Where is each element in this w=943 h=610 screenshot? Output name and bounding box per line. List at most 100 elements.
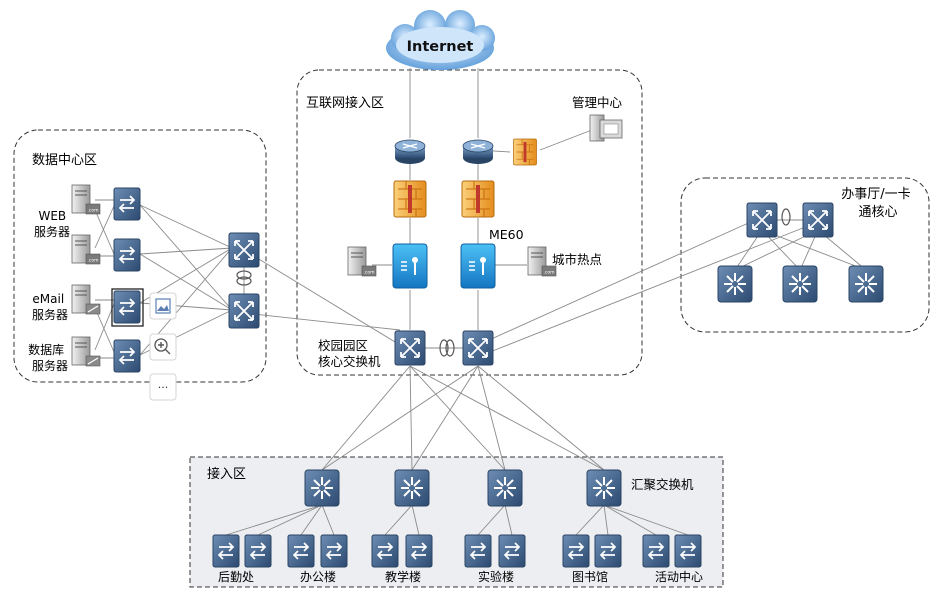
aggregation-switch-label: 汇聚交换机: [631, 477, 694, 492]
internet-access-zone-label: 互联网接入区: [306, 95, 384, 111]
access-switch-houqin-2[interactable]: [244, 534, 272, 568]
mgmt-firewall[interactable]: [513, 138, 537, 166]
core-switch-icon: [228, 293, 260, 329]
campus-core-label-line-2: 核心交换机: [318, 354, 381, 369]
cloud-icon: [386, 10, 495, 70]
image-view-button[interactable]: [149, 292, 177, 320]
email-server-label-line-1: eMail: [32, 292, 64, 306]
dc-switch-1[interactable]: [113, 187, 141, 221]
internet-access-zone: 互联网接入区: [296, 69, 643, 376]
access-switch-bangong-1[interactable]: [287, 534, 315, 568]
access-switch-shiyan-2[interactable]: [498, 534, 526, 568]
access-switch-icon: [594, 534, 622, 568]
dc-switch-2[interactable]: [113, 238, 141, 272]
core-switch-icon: [394, 330, 426, 366]
access-switch-jiaoxue-1[interactable]: [371, 534, 399, 568]
db-server-1[interactable]: [71, 336, 101, 367]
access-switch-bangong-2[interactable]: [320, 534, 348, 568]
building-label-houqin: 后勤处: [218, 570, 254, 584]
firewall-right[interactable]: [461, 180, 495, 218]
dc-switch-4[interactable]: [113, 339, 141, 373]
me60-left[interactable]: [392, 243, 428, 289]
link-aggregation-rings: [236, 208, 791, 357]
access-switch-shiyan-1[interactable]: [464, 534, 492, 568]
aggregation-switch-icon: [586, 469, 622, 507]
access-switch-icon: [287, 534, 315, 568]
core-switch-icon: [228, 232, 260, 268]
dc-switch-3-selected[interactable]: [111, 288, 144, 327]
campus-core-switch-left[interactable]: [394, 330, 426, 366]
router-icon: [462, 139, 494, 165]
email-server-1[interactable]: [71, 284, 101, 315]
image-icon: [155, 298, 171, 314]
server-icon: [71, 184, 101, 215]
web-server-label-line-2: 服务器: [34, 224, 70, 239]
access-switch-activity-1[interactable]: [642, 534, 670, 568]
image-toolbar: ···: [149, 292, 177, 401]
campus-core-label: 校园园区 核心交换机: [318, 338, 381, 369]
agg-switch-4[interactable]: [586, 469, 622, 507]
access-switch-icon: [405, 534, 433, 568]
agg-switch-2[interactable]: [394, 469, 430, 507]
building-label-bangong: 办公楼: [300, 569, 336, 584]
access-switch-jiaoxue-2[interactable]: [405, 534, 433, 568]
access-switch-icon: [212, 534, 240, 568]
aggregation-switch-icon: [487, 469, 523, 507]
campus-core-label-line-1: 校园园区: [318, 338, 368, 353]
zoom-in-icon: [154, 338, 171, 355]
building-label-jiaoxue: 教学楼: [385, 569, 421, 584]
office-agg-switch-3[interactable]: [848, 265, 884, 303]
building-label-activity: 活动中心: [655, 569, 703, 584]
router-icon: [394, 139, 426, 165]
access-zone-label: 接入区: [207, 466, 246, 482]
server-icon: [71, 336, 101, 367]
access-switch-library-1[interactable]: [562, 534, 590, 568]
links: [94, 68, 867, 536]
dc-core-switch-top[interactable]: [228, 232, 260, 268]
internet-label: Internet: [407, 39, 474, 55]
server-icon: [347, 246, 377, 277]
office-agg-switch-1[interactable]: [717, 265, 753, 303]
me60-device-icon: [392, 243, 428, 289]
office-zone-label-line-2: 通核心: [858, 205, 897, 220]
firewall-left[interactable]: [393, 180, 427, 218]
access-switch-activity-2[interactable]: [674, 534, 702, 568]
left-auth-server[interactable]: [347, 246, 377, 277]
more-options-button[interactable]: ···: [149, 373, 177, 401]
aggregation-switch-icon: [717, 265, 753, 303]
campus-core-switch-right[interactable]: [462, 330, 494, 366]
email-server-label-line-2: 服务器: [32, 307, 68, 322]
me60-right[interactable]: [460, 243, 496, 289]
server-icon: [71, 284, 101, 315]
agg-switch-1[interactable]: [304, 469, 340, 507]
internet-cloud: Internet: [386, 10, 495, 70]
web-server-label-line-1: WEB: [38, 209, 66, 223]
access-switch-icon: [113, 339, 141, 373]
access-switch-icon: [113, 290, 141, 324]
agg-switch-3[interactable]: [487, 469, 523, 507]
firewall-icon: [393, 180, 427, 218]
zoom-in-button[interactable]: [149, 333, 177, 361]
aggregation-switch-icon: [848, 265, 884, 303]
access-switch-icon: [642, 534, 670, 568]
core-switch-icon: [802, 202, 834, 238]
access-switch-icon: [320, 534, 348, 568]
access-switch-houqin-1[interactable]: [212, 534, 240, 568]
web-server-2[interactable]: [71, 234, 101, 265]
building-label-shiyan: 实验楼: [478, 569, 514, 584]
access-switch-icon: [498, 534, 526, 568]
access-switch-icon: [113, 187, 141, 221]
border-router-left[interactable]: [394, 139, 426, 165]
aggregation-switch-icon: [782, 265, 818, 303]
border-router-right[interactable]: [462, 139, 494, 165]
office-core-switch-right[interactable]: [802, 202, 834, 238]
office-core-switch-left[interactable]: [746, 202, 778, 238]
access-switch-icon: [244, 534, 272, 568]
access-switch-library-2[interactable]: [594, 534, 622, 568]
mgmt-server[interactable]: [589, 114, 623, 142]
office-agg-switch-2[interactable]: [782, 265, 818, 303]
web-server-1[interactable]: [71, 184, 101, 215]
me60-label: ME60: [489, 227, 524, 242]
dc-core-switch-bottom[interactable]: [228, 293, 260, 329]
